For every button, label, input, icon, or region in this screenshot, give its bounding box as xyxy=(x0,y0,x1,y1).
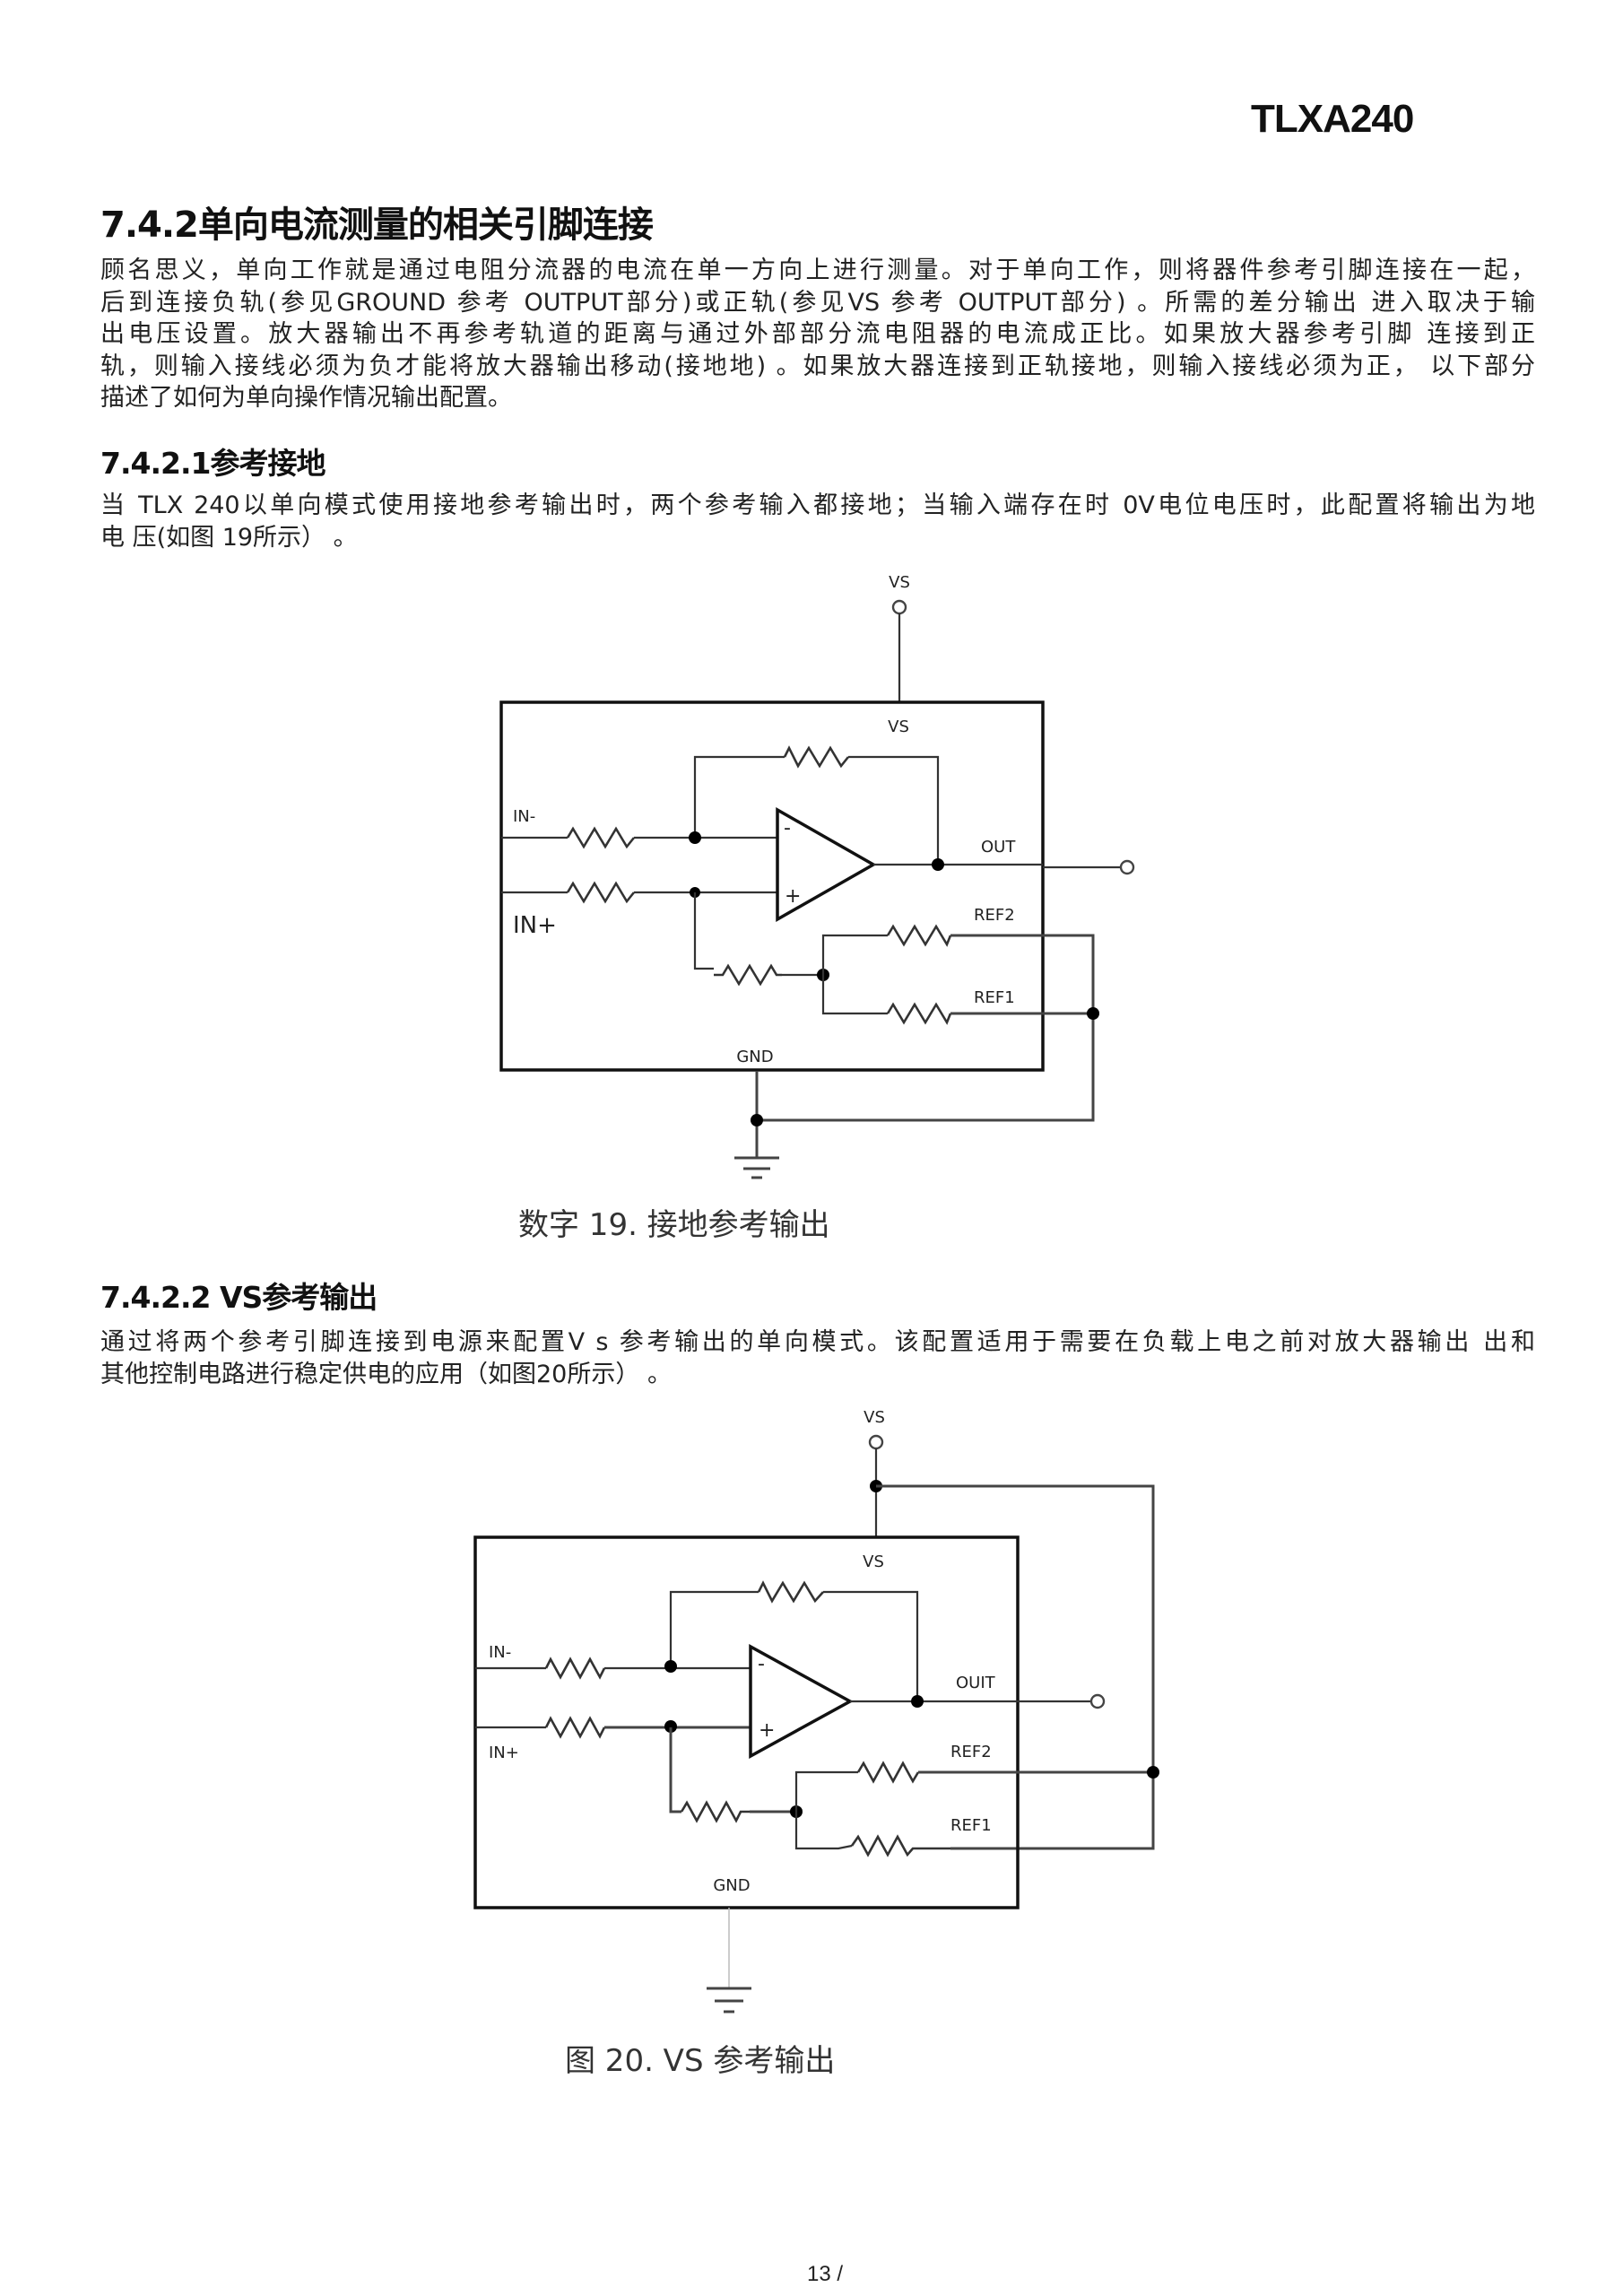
gnd-label: GND xyxy=(736,1048,773,1066)
feedback-resistor-icon xyxy=(757,1580,824,1604)
in-plus-down-wire xyxy=(669,1727,681,1813)
subsection-paragraph-ground: 当 TLX 240以单向模式使用接地参考输出时，两个参考输入都接地；当输入端存在… xyxy=(100,490,1535,553)
ref1-label: REF1 xyxy=(950,1816,992,1835)
in-plus-label: IN+ xyxy=(513,912,557,939)
op-amp-icon xyxy=(749,1644,854,1759)
junction-dot xyxy=(790,1805,803,1818)
junction-dot xyxy=(664,1720,677,1733)
junction-dot xyxy=(932,858,944,871)
minus-sign: - xyxy=(758,1653,765,1675)
vs-terminal-icon xyxy=(868,1434,884,1450)
plus-sign: + xyxy=(785,885,801,908)
in-plus-label: IN+ xyxy=(489,1744,519,1762)
paragraph-line: 出电压设置。放大器输出不再参考轨道的距离与通过外部部分流电阻器的电流成正比。如果… xyxy=(100,320,1535,348)
out-label: OUT xyxy=(981,838,1016,857)
ground-symbol-icon xyxy=(734,1156,779,1179)
document-id-header: TLXA240 xyxy=(1251,97,1414,141)
amplifier-package-box xyxy=(499,700,1045,1072)
paragraph-line: 轨，则输入接线必须为负才能将放大器输出移动(接地地) 。如果放大器连接到正轨接地… xyxy=(100,352,1535,380)
vs-to-ref-wire xyxy=(876,1484,1155,1850)
ref1-label: REF1 xyxy=(974,988,1015,1007)
in-minus-label: IN- xyxy=(489,1643,511,1662)
section-heading: 7.4.2单向电流测量的相关引脚连接 xyxy=(100,204,654,246)
in-minus-resistor-icon xyxy=(544,1657,606,1680)
section-paragraph: 顾名思义，单向工作就是通过电阻分流器的电流在单一方向上进行测量。对于单向工作，则… xyxy=(100,255,1535,414)
paragraph-line: 顾名思义，单向工作就是通过电阻分流器的电流在单一方向上进行测量。对于单向工作，则… xyxy=(100,257,1535,284)
page-number: 13 / xyxy=(807,2262,844,2286)
vs-external-label: VS xyxy=(889,573,910,592)
ref-resistor-icon xyxy=(680,1800,750,1823)
ref2-label: REF2 xyxy=(974,906,1015,925)
paragraph-line: 后到连接负轨(参见GROUND 参考 OUTPUT部分)或正轨(参见VS 参考 … xyxy=(100,288,1535,317)
vs-internal-label: VS xyxy=(888,718,909,736)
junction-dot xyxy=(1087,1007,1099,1020)
vs-terminal-icon xyxy=(891,599,907,615)
feedback-resistor-icon xyxy=(783,745,850,769)
feedback-wire-right xyxy=(823,1590,919,1701)
junction-dot xyxy=(751,1114,763,1126)
paragraph-line: 其他控制电路进行稳定供电的应用（如图20所示） 。 xyxy=(100,1360,672,1388)
junction-dot xyxy=(664,1660,677,1673)
paragraph-line: 通过将两个参考引脚连接到电源来配置V s 参考输出的单向模式。该配置适用于需要在… xyxy=(100,1328,1535,1356)
figure-19-circuit: VS VS IN- IN+ - + OUT xyxy=(499,573,1135,1179)
ref2-wire xyxy=(821,934,888,975)
junction-dot xyxy=(689,831,701,844)
ref1-resistor-icon xyxy=(886,1002,952,1025)
amplifier-package-box xyxy=(473,1535,1020,1909)
ref1-resistor-icon xyxy=(850,1834,950,1857)
figure-20-circuit: VS VS IN- IN+ - + OUIT xyxy=(473,1408,1159,2013)
ground-symbol-icon xyxy=(707,1987,751,2013)
figure-19-caption: 数字 19. 接地参考输出 xyxy=(518,1207,830,1243)
subsection-paragraph-vs: 通过将两个参考引脚连接到电源来配置V s 参考输出的单向模式。该配置适用于需要在… xyxy=(100,1326,1535,1390)
figure-20-caption: 图 20. VS 参考输出 xyxy=(565,2043,836,2079)
in-minus-label: IN- xyxy=(513,807,535,826)
feedback-wire-left xyxy=(693,755,785,838)
out-label: OUIT xyxy=(956,1674,996,1692)
minus-sign: - xyxy=(784,817,791,839)
in-plus-resistor-icon xyxy=(566,881,636,904)
vs-external-label: VS xyxy=(864,1408,885,1427)
op-amp-icon xyxy=(776,806,877,923)
subsection-heading-vs: 7.4.2.2 VS参考输出 xyxy=(100,1280,378,1315)
in-minus-resistor-icon xyxy=(566,826,636,849)
in-plus-resistor-icon xyxy=(544,1716,606,1739)
vs-internal-label: VS xyxy=(863,1552,884,1571)
feedback-wire-right xyxy=(848,755,940,865)
ref2-label: REF2 xyxy=(950,1743,992,1761)
junction-dot xyxy=(1147,1766,1159,1779)
junction-dot xyxy=(911,1695,924,1708)
junction-dot xyxy=(690,887,700,898)
output-terminal-icon xyxy=(1089,1693,1106,1709)
ref2-resistor-icon xyxy=(856,1761,920,1784)
paragraph-line: 描述了如何为单向操作情况输出配置。 xyxy=(100,384,512,412)
feedback-wire-left xyxy=(669,1590,759,1668)
ref-resistor-icon xyxy=(714,963,782,987)
ref2-resistor-icon xyxy=(886,924,952,947)
in-plus-down-wire xyxy=(693,892,714,970)
plus-sign: + xyxy=(759,1719,775,1742)
ref2-external-wire xyxy=(757,934,1095,1122)
junction-dot xyxy=(870,1480,882,1492)
ref2-wire xyxy=(794,1770,858,1812)
subsection-heading-ground: 7.4.2.1参考接地 xyxy=(100,446,325,481)
ref1-wire xyxy=(821,975,888,1015)
gnd-label: GND xyxy=(713,1876,750,1895)
junction-dot xyxy=(817,969,829,981)
paragraph-line: 电 压(如图 19所示） 。 xyxy=(100,523,358,552)
output-terminal-icon xyxy=(1119,859,1135,875)
ref1-wire xyxy=(794,1812,853,1850)
paragraph-line: 当 TLX 240以单向模式使用接地参考输出时，两个参考输入都接地；当输入端存在… xyxy=(100,491,1535,519)
